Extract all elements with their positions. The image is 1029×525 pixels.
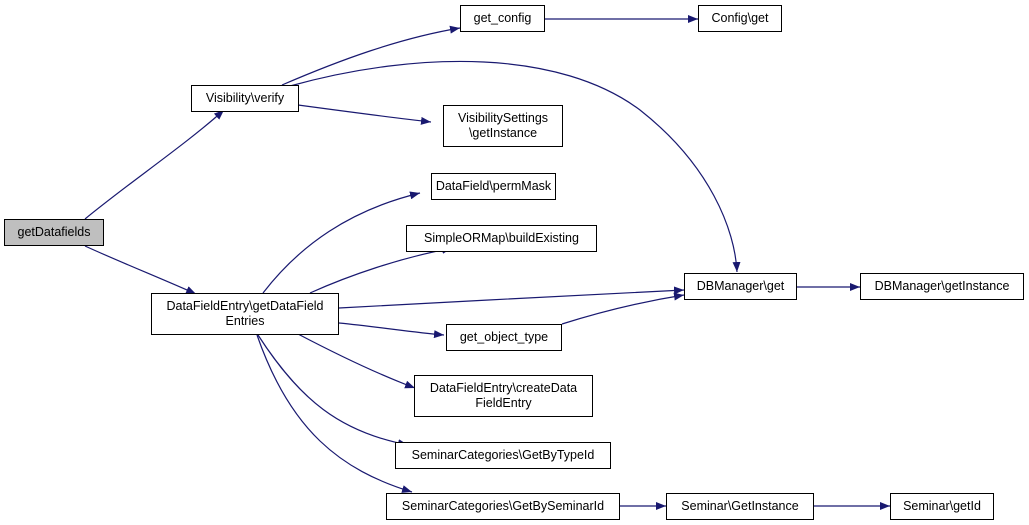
edge-root-to-visibility-verify — [84, 109, 225, 220]
node-seminar-getid[interactable]: Seminar\getId — [890, 493, 994, 520]
edge-dfe-to-semcat-by-type — [257, 334, 409, 448]
node-config-get[interactable]: Config\get — [698, 5, 782, 32]
edge-dfe-to-get-object-type — [338, 322, 445, 339]
node-seminarcategories-getbyseminarid[interactable]: SeminarCategories\GetBySeminarId — [386, 493, 620, 520]
edge-dfe-to-dbmanager-get — [338, 286, 685, 309]
node-simpleormap-buildexisting[interactable]: SimpleORMap\buildExisting — [406, 225, 597, 252]
edge-dfe-to-permmask — [262, 191, 421, 294]
node-get-config[interactable]: get_config — [460, 5, 545, 32]
node-seminar-getinstance[interactable]: Seminar\GetInstance — [666, 493, 814, 520]
node-seminarcategories-getbytypeid[interactable]: SeminarCategories\GetByTypeId — [395, 442, 611, 469]
node-datafieldentry-createdatafieldentry[interactable]: DataFieldEntry\createData FieldEntry — [414, 375, 593, 417]
edge-root-to-dfe-get-entries — [84, 245, 197, 295]
edge-visibility-verify-to-dbmanager-get — [289, 60, 741, 273]
node-dbmanager-get[interactable]: DBManager\get — [684, 273, 797, 300]
node-datafield-permmask[interactable]: DataField\permMask — [431, 173, 556, 200]
node-dbmanager-getinstance[interactable]: DBManager\getInstance — [860, 273, 1024, 300]
edge-dfe-to-dfe-create — [297, 333, 416, 389]
node-datafieldentry-getdatafieldentries[interactable]: DataFieldEntry\getDataField Entries — [151, 293, 339, 335]
node-get-object-type[interactable]: get_object_type — [446, 324, 562, 351]
edge-dfe-to-simpleormap — [309, 245, 453, 294]
edge-visibility-verify-to-vis-settings — [297, 104, 432, 125]
node-visibilitysettings-getinstance[interactable]: VisibilitySettings \getInstance — [443, 105, 563, 147]
edge-get-object-type-to-dbmanager-get — [561, 292, 685, 325]
edge-dfe-to-semcat-by-seminar — [256, 334, 413, 493]
node-getdatafields: getDatafields — [4, 219, 104, 246]
node-visibility-verify[interactable]: Visibility\verify — [191, 85, 299, 112]
edge-visibility-verify-to-get-config — [281, 25, 461, 86]
